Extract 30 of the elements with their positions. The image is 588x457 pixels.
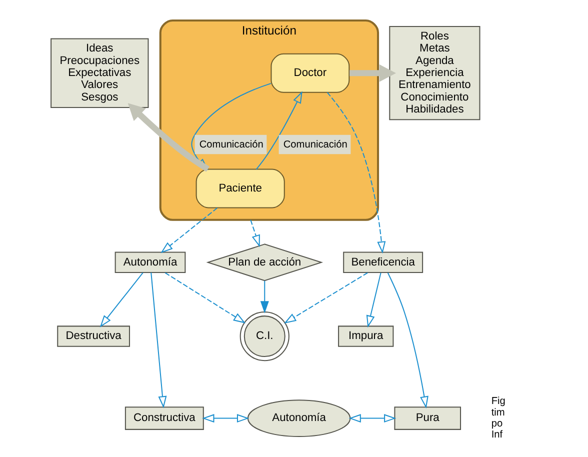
node-box: Ideas Preocupaciones Expectativas Valores Sesgos [50,38,148,108]
node-box: Pura [394,406,461,430]
label: Fig tim po Inf [490,396,505,441]
arrow [99,272,143,328]
node-ellipse: Autonomía [246,400,350,438]
arrow [255,91,302,170]
node-box: Impura [338,326,394,347]
node-box: Autonomía [114,252,186,274]
node-box: Beneficencia [342,252,423,274]
arrow [326,92,386,254]
arrow [366,272,381,328]
arrow [164,272,246,324]
node-box: Constructiva [124,406,204,430]
arrow [348,414,396,423]
node-box: Roles Metas Agenda Experiencia Entrenamiento Conocimiento Habilidades [388,26,480,120]
arrow [349,64,396,82]
arrow [284,272,368,324]
node-diamond: Plan de acción [206,244,323,282]
arrow [250,220,260,248]
node-box: Paciente [195,168,284,208]
arrow [260,280,268,314]
node-box: Doctor [270,53,350,93]
arrow [160,208,217,254]
arrow [386,272,428,408]
edge-label: Comunicación [198,140,263,151]
node-circle: C.I. [239,312,289,362]
arrow [150,272,166,408]
arrow [202,414,249,423]
edge-label: Comunicación [282,140,347,151]
node-box: Destructiva [56,326,130,347]
